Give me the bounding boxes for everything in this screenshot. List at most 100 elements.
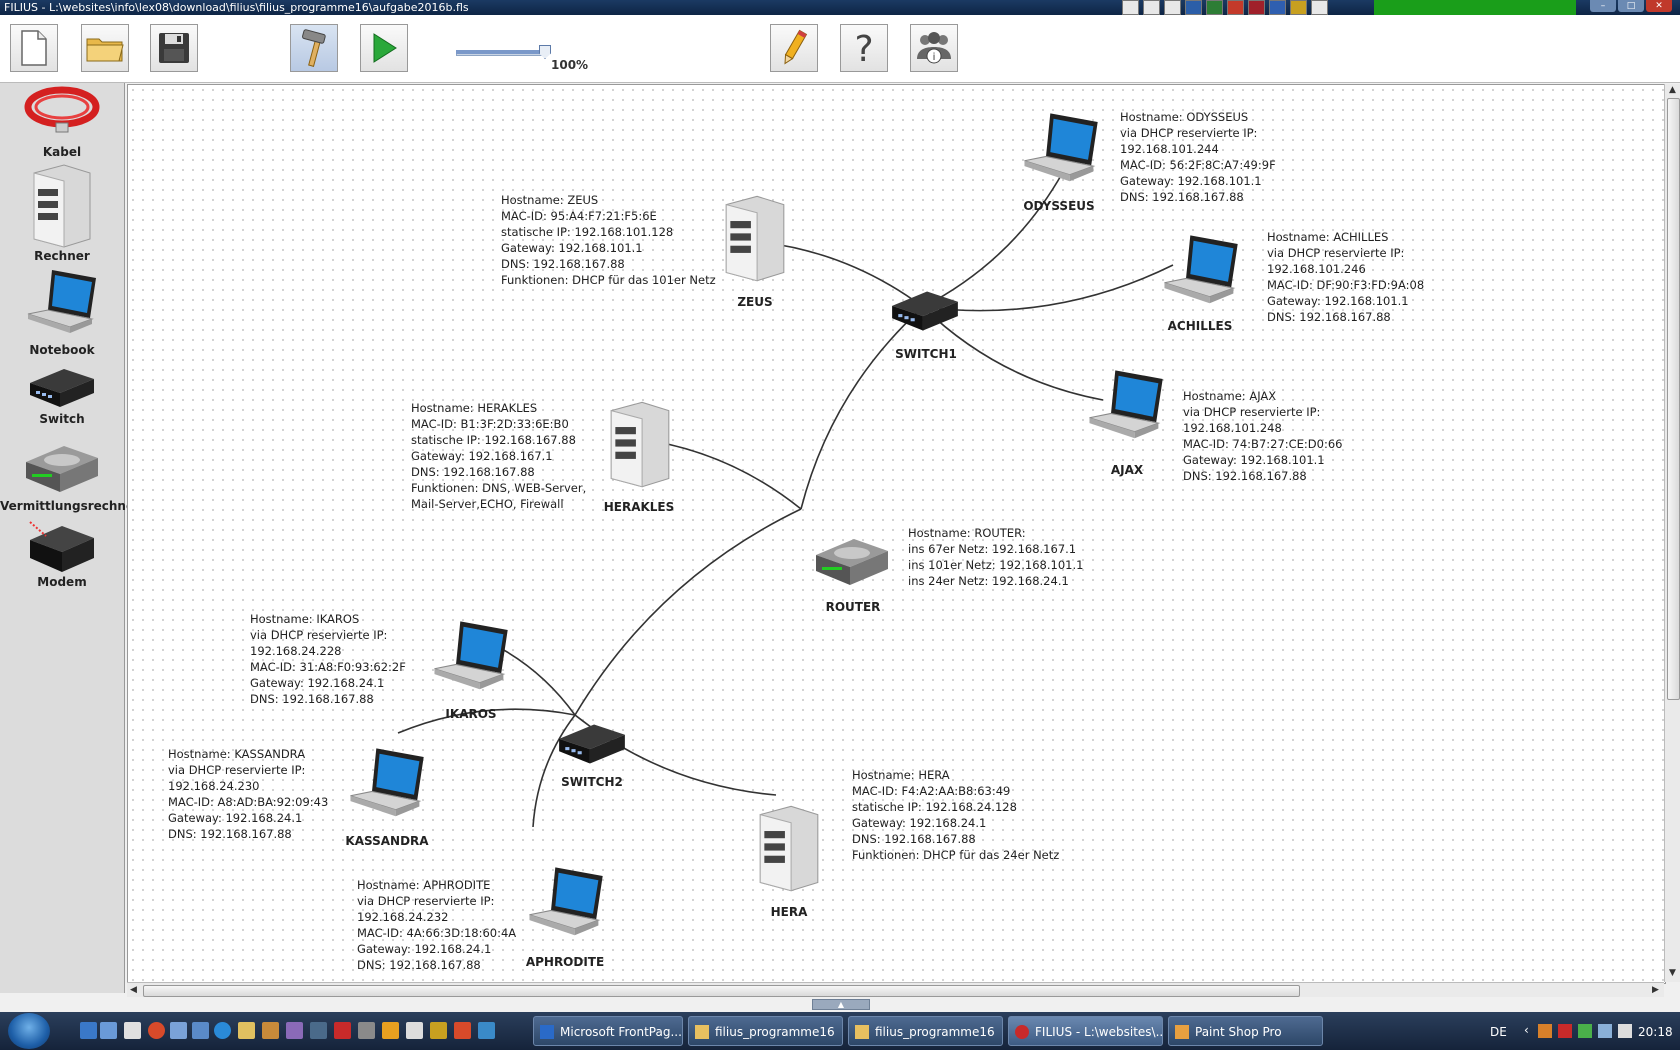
app-icon[interactable]	[454, 1022, 471, 1039]
taskbar-item-paintshop[interactable]: Paint Shop Pro	[1168, 1016, 1323, 1046]
cable-switch1-ajax[interactable]	[922, 306, 1104, 401]
palette-item-vermittlungsrechner[interactable]: Vermittlungsrechner	[0, 438, 140, 513]
app-icon[interactable]	[358, 1022, 375, 1039]
node-hera[interactable]	[752, 803, 824, 897]
node-kassandra[interactable]	[344, 746, 428, 828]
cable-switch2-kassandra[interactable]	[397, 708, 576, 734]
info-button[interactable]: i	[910, 24, 958, 72]
scroll-up-icon[interactable]: ▲	[1669, 85, 1676, 95]
app-icon[interactable]	[286, 1022, 303, 1039]
cable-switch2-aphrodite[interactable]	[532, 714, 576, 828]
node-zeus[interactable]	[718, 193, 790, 287]
taskbar-item-filius[interactable]: FILIUS - L:\websites\...	[1008, 1016, 1163, 1046]
clock[interactable]: 20:18	[1638, 1025, 1673, 1039]
app-icon[interactable]	[1164, 0, 1181, 15]
scroll-left-icon[interactable]: ◀	[130, 985, 137, 995]
palette-item-kabel[interactable]: Kabel	[0, 83, 124, 159]
node-aphrodite[interactable]	[523, 865, 607, 947]
expand-panel-button[interactable]: ▲	[812, 999, 870, 1010]
app-icon[interactable]	[406, 1022, 423, 1039]
svg-text:?: ?	[854, 29, 873, 68]
horizontal-scroll-thumb[interactable]	[143, 985, 1300, 997]
internet-explorer-icon[interactable]	[214, 1022, 231, 1039]
app-icon[interactable]	[430, 1022, 447, 1039]
start-button[interactable]	[8, 1013, 50, 1049]
cable-switch1-odysseus[interactable]	[922, 171, 1064, 308]
simulation-mode-button[interactable]	[360, 24, 408, 72]
tray-app-icon[interactable]	[1578, 1024, 1592, 1038]
app-icon[interactable]	[192, 1022, 209, 1039]
word-icon[interactable]	[1185, 0, 1202, 15]
app-icon[interactable]	[170, 1022, 187, 1039]
node-ajax[interactable]	[1083, 368, 1167, 450]
node-label: ACHILLES	[1167, 319, 1233, 333]
scroll-down-icon[interactable]: ▼	[1669, 968, 1676, 978]
horizontal-scrollbar[interactable]: ◀ ▶	[127, 982, 1664, 998]
explorer-icon[interactable]	[100, 1022, 117, 1039]
language-indicator[interactable]: DE	[1490, 1025, 1507, 1039]
node-ikaros[interactable]	[428, 619, 512, 701]
simulation-speed-slider[interactable]	[456, 45, 551, 59]
browser-icon[interactable]	[148, 1022, 165, 1039]
app-icon[interactable]	[382, 1022, 399, 1039]
open-file-button[interactable]	[81, 24, 129, 72]
tray-app-icon[interactable]	[1558, 1024, 1572, 1038]
network-icon[interactable]	[1598, 1024, 1612, 1038]
app-icon[interactable]	[1311, 0, 1328, 15]
volume-icon[interactable]	[1618, 1024, 1632, 1038]
app-icon[interactable]	[1290, 0, 1307, 15]
notebook-icon	[27, 270, 96, 333]
window-controls: – □ ✕	[1590, 0, 1672, 12]
hammer-icon	[302, 29, 326, 67]
node-label: IKAROS	[445, 707, 497, 721]
taskbar-item-frontpage[interactable]: Microsoft FrontPag...	[533, 1016, 683, 1046]
app-icon[interactable]	[478, 1022, 495, 1039]
node-switch1[interactable]	[888, 285, 962, 341]
app-icon[interactable]	[334, 1022, 351, 1039]
app-icon[interactable]	[1248, 0, 1265, 15]
palette-item-rechner[interactable]: Rechner	[0, 163, 124, 263]
node-achilles[interactable]	[1158, 233, 1242, 315]
design-mode-button[interactable]	[290, 24, 338, 72]
help-button[interactable]: ?	[840, 24, 888, 72]
app-icon[interactable]	[1122, 0, 1139, 15]
excel-icon[interactable]	[1206, 0, 1223, 15]
desktop-icon[interactable]	[80, 1022, 97, 1039]
app-icon[interactable]	[1269, 0, 1286, 15]
node-switch2[interactable]	[555, 718, 629, 774]
app-icon[interactable]	[262, 1022, 279, 1039]
save-button[interactable]	[150, 24, 198, 72]
scroll-right-icon[interactable]: ▶	[1652, 985, 1659, 995]
node-router[interactable]	[812, 531, 892, 593]
app-icon[interactable]	[310, 1022, 327, 1039]
slider-thumb[interactable]	[539, 45, 551, 59]
node-label: AJAX	[1110, 463, 1144, 477]
vertical-scrollbar[interactable]: ▲ ▼	[1664, 84, 1680, 982]
maximize-button[interactable]: □	[1618, 0, 1644, 12]
minimize-button[interactable]: –	[1590, 0, 1616, 12]
node-odysseus[interactable]	[1018, 111, 1102, 193]
taskbar-item-folder[interactable]: filius_programme16	[848, 1016, 1003, 1046]
notebook-icon	[1164, 235, 1238, 304]
palette-item-modem[interactable]: Modem	[0, 518, 124, 593]
cable-router-switch2[interactable]	[574, 508, 802, 716]
app-icon[interactable]	[1143, 0, 1160, 15]
show-hidden-icons[interactable]: ‹	[1524, 1023, 1529, 1037]
taskbar-item-folder[interactable]: filius_programme16	[688, 1016, 843, 1046]
folder-icon[interactable]	[238, 1022, 255, 1039]
vertical-scroll-thumb[interactable]	[1667, 98, 1680, 700]
palette-item-switch[interactable]: Switch	[0, 363, 124, 433]
node-herakles[interactable]	[603, 399, 675, 493]
node-label: HERAKLES	[603, 500, 675, 514]
close-button[interactable]: ✕	[1646, 0, 1672, 12]
palette-item-notebook[interactable]: Notebook	[0, 268, 124, 358]
app-icon[interactable]	[124, 1022, 141, 1039]
tray-app-icon[interactable]	[1538, 1024, 1552, 1038]
new-file-button[interactable]	[10, 24, 58, 72]
cable-switch1-router[interactable]	[800, 306, 924, 510]
app-icon[interactable]	[1227, 0, 1244, 15]
edit-button[interactable]	[770, 24, 818, 72]
